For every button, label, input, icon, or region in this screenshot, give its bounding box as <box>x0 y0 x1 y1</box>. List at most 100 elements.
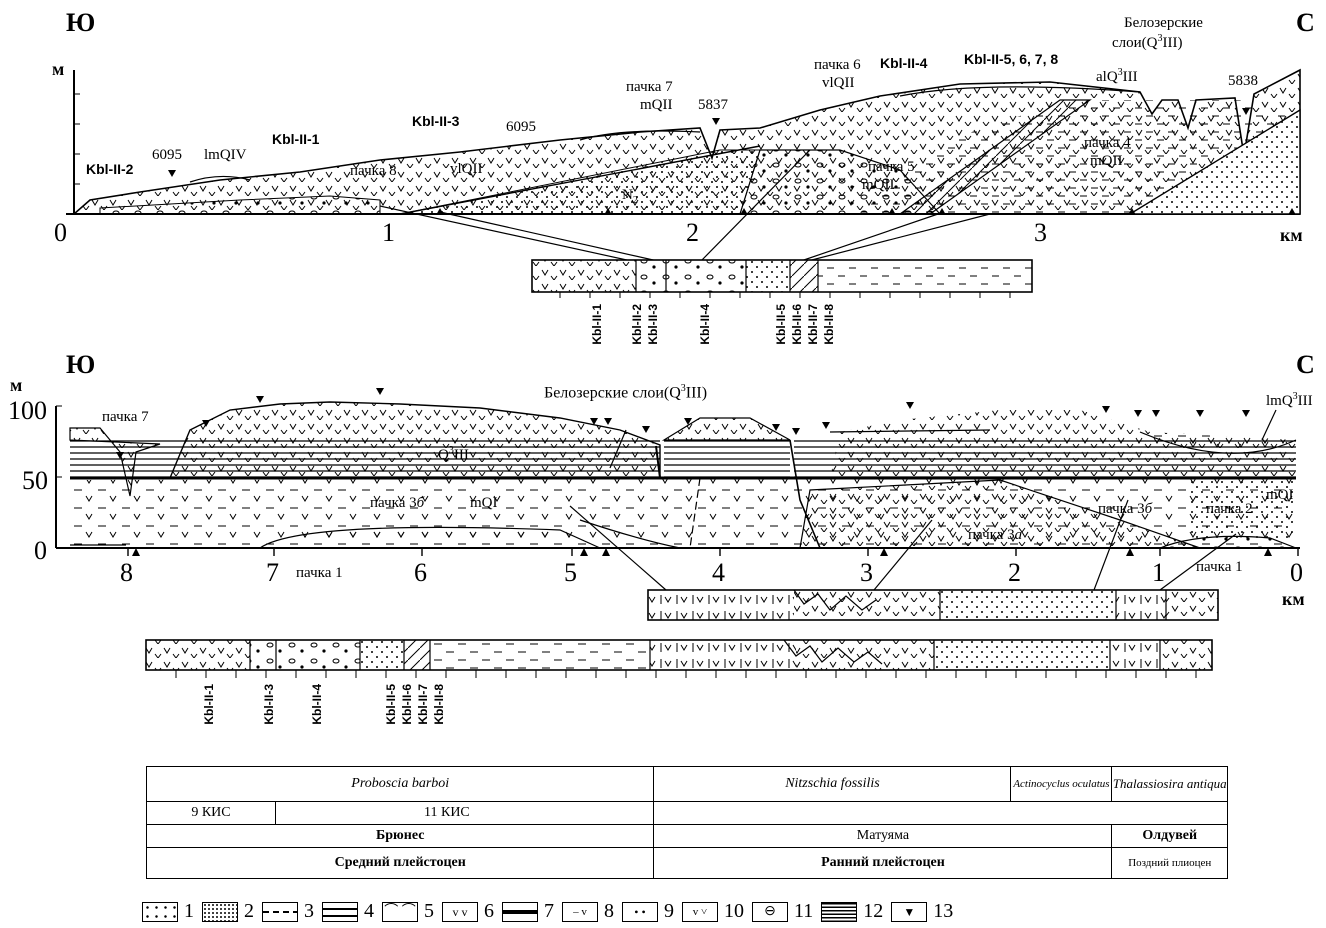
legend-swatch-12 <box>821 901 858 922</box>
top-x-unit: км <box>1280 225 1303 245</box>
bottom-x-tick-7: 7 <box>266 558 279 587</box>
legend-label-8: 8 <box>604 900 614 922</box>
top-x-tick-2: 2 <box>686 218 699 247</box>
bottom-x-tick-5: 5 <box>564 558 577 587</box>
legend-swatch-1 <box>142 901 178 922</box>
top-label-alq: alQ3III <box>1096 68 1138 85</box>
bottom-dir-right: С <box>1296 350 1315 379</box>
top-label-vlqii-a: vlQII <box>450 161 483 177</box>
bottom-label-pachka1-b: пачка 1 <box>1196 559 1243 575</box>
legend-item-1: 1 <box>142 900 194 923</box>
zone-thalassiosira: Thalassiosira antiqua <box>1111 766 1228 802</box>
bottom-label-q3iii: Q3III <box>438 446 469 463</box>
top-label-6095a: 6095 <box>152 147 182 163</box>
strat-row-kis: 9 КИС 11 КИС <box>146 801 1228 825</box>
lmq-text: lmQ <box>1266 393 1293 409</box>
pachka3b-b-text: пачка 3 <box>1098 501 1145 517</box>
legend-swatch-6: v v <box>442 901 478 922</box>
top-label-pachka6: пачка 6 <box>814 57 861 73</box>
top-label-belozer-1: Белозерские <box>1124 15 1203 31</box>
strat-row-age: Средний плейстоцен Ранний плейстоцен Поз… <box>145 847 1228 879</box>
n2-sub: 2 <box>632 195 638 206</box>
bottom-label-lmq: lmQ3III <box>1266 392 1313 409</box>
legend-label-9: 9 <box>664 900 674 922</box>
bottom-profile-drawing <box>55 388 1300 678</box>
kis-9: 9 КИС <box>146 801 276 825</box>
q3iii-text: Q <box>438 447 449 463</box>
bottom-label-mqi-b: mQI <box>1266 487 1294 503</box>
top-label-pachka8: пачка 8 <box>350 163 397 179</box>
pachka3a-index: a <box>1014 527 1023 543</box>
bottom-col-label-4: Kbl-II-4 <box>310 684 324 725</box>
chron-brunhes: Брюнес <box>145 824 655 848</box>
top-label-lmqiv: lmQIV <box>204 147 247 163</box>
stratigraphic-table: Proboscia barboi Nitzschia fossilis Acti… <box>145 766 1228 879</box>
top-label-mqii-5: mQII <box>862 177 895 193</box>
top-label-kbl2: Kbl-II-2 <box>86 161 134 177</box>
legend-swatch-9: • • <box>622 901 658 922</box>
legend-item-6: v v 6 <box>442 900 494 923</box>
legend-item-4: 4 <box>322 900 374 923</box>
legend-item-8: – v 8 <box>562 900 614 923</box>
legend-label-13: 13 <box>933 900 954 922</box>
strat-row-paleomag: Брюнес Матуяма Олдувей <box>145 824 1228 848</box>
bottom-x-tick-8: 8 <box>120 558 133 587</box>
bottom-label-pachka7: пачка 7 <box>102 409 149 425</box>
legend-label-3: 3 <box>304 900 314 922</box>
legend-label-4: 4 <box>364 900 374 922</box>
bottom-col-label-1: Kbl-II-1 <box>202 684 216 725</box>
kis-11: 11 КИС <box>274 801 655 825</box>
bottom-belozer-text: Белозерские слои(Q <box>544 384 681 402</box>
legend-swatch-2 <box>202 901 238 922</box>
top-label-n2: N2 <box>622 188 638 206</box>
legend-swatch-5: ⌒ ⌒ <box>382 901 418 922</box>
legend: 1 2 3 4 ⌒ ⌒ 5 v v 6 7 – v 8 • • 9 v ˅ 10… <box>142 900 961 923</box>
bottom-x-tick-1: 1 <box>1152 558 1165 587</box>
bottom-x-tick-3: 3 <box>860 558 873 587</box>
top-label-vlqii-b: vlQII <box>822 75 855 91</box>
top-dir-left: Ю <box>66 8 96 37</box>
legend-item-9: • • 9 <box>622 900 674 923</box>
chron-matuyama: Матуяма <box>653 824 1113 848</box>
bottom-x-tick-2: 2 <box>1008 558 1021 587</box>
bottom-x-tick-0: 0 <box>1290 558 1303 587</box>
lmq-tail: III <box>1297 393 1313 409</box>
bottom-label-mqi-a: mQI <box>470 495 498 511</box>
bottom-col-label-6: Kbl-II-6 <box>400 684 414 725</box>
legend-swatch-3 <box>262 901 298 922</box>
zone-proboscia: Proboscia barboi <box>145 766 655 802</box>
legend-swatch-11: ⊖ <box>752 901 788 922</box>
alq-sup: 3 <box>1117 67 1123 78</box>
top-label-mqii-7: mQII <box>640 97 673 113</box>
bottom-dir-left: Ю <box>66 350 96 379</box>
legend-label-7: 7 <box>544 900 554 922</box>
zone-nitzschia: Nitzschia fossilis <box>653 766 1012 802</box>
bottom-label-pachka3b-b: пачка 3б <box>1098 502 1152 517</box>
legend-label-5: 5 <box>424 900 434 922</box>
bottom-label-pachka3a: пачка 3a <box>968 528 1022 543</box>
age-late-pliocene: Поздний плиоцен <box>1111 847 1228 879</box>
legend-item-5: ⌒ ⌒ 5 <box>382 900 434 923</box>
top-label-5837: 5837 <box>698 97 728 113</box>
bottom-x-unit: км <box>1282 589 1305 609</box>
top-label-kbl5678: Kbl-II-5, 6, 7, 8 <box>964 51 1059 67</box>
top-label-belozer-2: слои(Q3III) <box>1112 34 1182 51</box>
bottom-y-tick-0: 0 <box>34 536 47 565</box>
bottom-belozer-tail: III) <box>685 384 708 402</box>
bottom-x-tick-4: 4 <box>712 558 725 587</box>
legend-item-12: 12 <box>821 900 883 923</box>
top-y-unit: м <box>52 59 65 79</box>
bottom-col-label-7: Kbl-II-7 <box>416 684 430 725</box>
n2-text: N <box>622 187 633 203</box>
bottom-label-belozer: Белозерские слои(Q3III) <box>544 384 707 401</box>
legend-label-6: 6 <box>484 900 494 922</box>
top-profile-drawing <box>66 68 1301 298</box>
q3iii-sup: 3 <box>448 445 454 456</box>
legend-swatch-10: v ˅ <box>682 901 718 922</box>
bottom-y-tick-100: 100 <box>8 396 47 425</box>
legend-swatch-4 <box>322 901 358 922</box>
alq-tail: III <box>1122 69 1138 85</box>
top-label-mqii-4: mQII <box>1090 153 1123 169</box>
top-dir-right: С <box>1296 8 1315 37</box>
top-label-pachka7: пачка 7 <box>626 79 673 95</box>
